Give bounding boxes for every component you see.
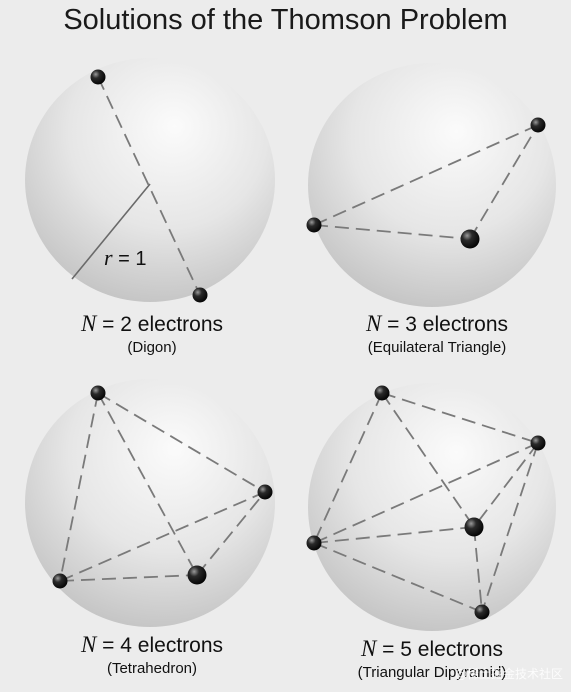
sphere [308,63,556,307]
n-symbol: N [81,632,97,657]
shape-name: (Equilateral Triangle) [367,339,507,356]
electron [460,229,480,249]
radius-value: = 1 [113,248,147,270]
shape-name: (Triangular Dipyramid) [357,664,507,681]
electron [90,385,106,401]
electron [464,517,484,537]
sphere [25,58,275,302]
caption-digon: N = 2 electrons (Digon) [22,312,282,358]
electron [90,69,106,85]
edge-line [196,491,266,576]
caption-tetrahedron: N = 4 electrons (Tetrahedron) [22,633,282,679]
sphere [308,383,556,631]
radius-var: r [104,245,113,270]
panel-digon: r = 1 [25,58,275,303]
shape-name: (Digon) [127,339,177,356]
edge-line [473,442,539,528]
edge-line [97,392,266,493]
edge-line [313,542,483,613]
edge-line [313,224,471,240]
electron-count-label: N = 5 electrons [302,637,562,662]
electron [187,565,207,585]
page-title: Solutions of the Thomson Problem [63,4,508,36]
edge-line [469,124,539,240]
electron-count-text: = 3 electrons [381,313,508,336]
electron [306,217,322,233]
edge-line [381,392,539,444]
electron [192,287,208,303]
n-symbol: N [366,311,382,336]
watermark: @稀土掘金技术社区 [454,667,563,681]
edge-line [473,526,483,613]
electron-count-label: N = 2 electrons [22,312,282,337]
edge-line [59,491,266,582]
shape-name: (Tetrahedron) [106,660,198,677]
edge-line [481,442,539,613]
caption-dipyramid: N = 5 electrons (Triangular Dipyramid) [302,637,562,683]
n-symbol: N [81,311,97,336]
edge-line [313,526,475,544]
electron [530,435,546,451]
radius-line [71,183,151,280]
edge-line [59,392,99,582]
electron [52,573,68,589]
panel-tetrahedron [25,379,275,627]
n-symbol: N [361,636,377,661]
radius-label: r = 1 [104,245,146,270]
electron [257,484,273,500]
edge-line [97,76,201,296]
edge-line [381,392,475,528]
electron-count-text: = 4 electrons [96,634,223,657]
panel-triangle [306,63,556,307]
caption-triangle: N = 3 electrons (Equilateral Triangle) [307,312,567,358]
electron [474,604,490,620]
edge-line [59,574,198,582]
electron [530,117,546,133]
electron-count-label: N = 3 electrons [307,312,567,337]
edge-line [313,392,383,544]
electron-count-text: = 5 electrons [376,638,503,661]
electron [306,535,322,551]
electron-count-text: = 2 electrons [96,313,223,336]
panel-dipyramid [306,383,556,631]
electron [374,385,390,401]
edge-line [97,392,198,576]
electron-count-label: N = 4 electrons [22,633,282,658]
